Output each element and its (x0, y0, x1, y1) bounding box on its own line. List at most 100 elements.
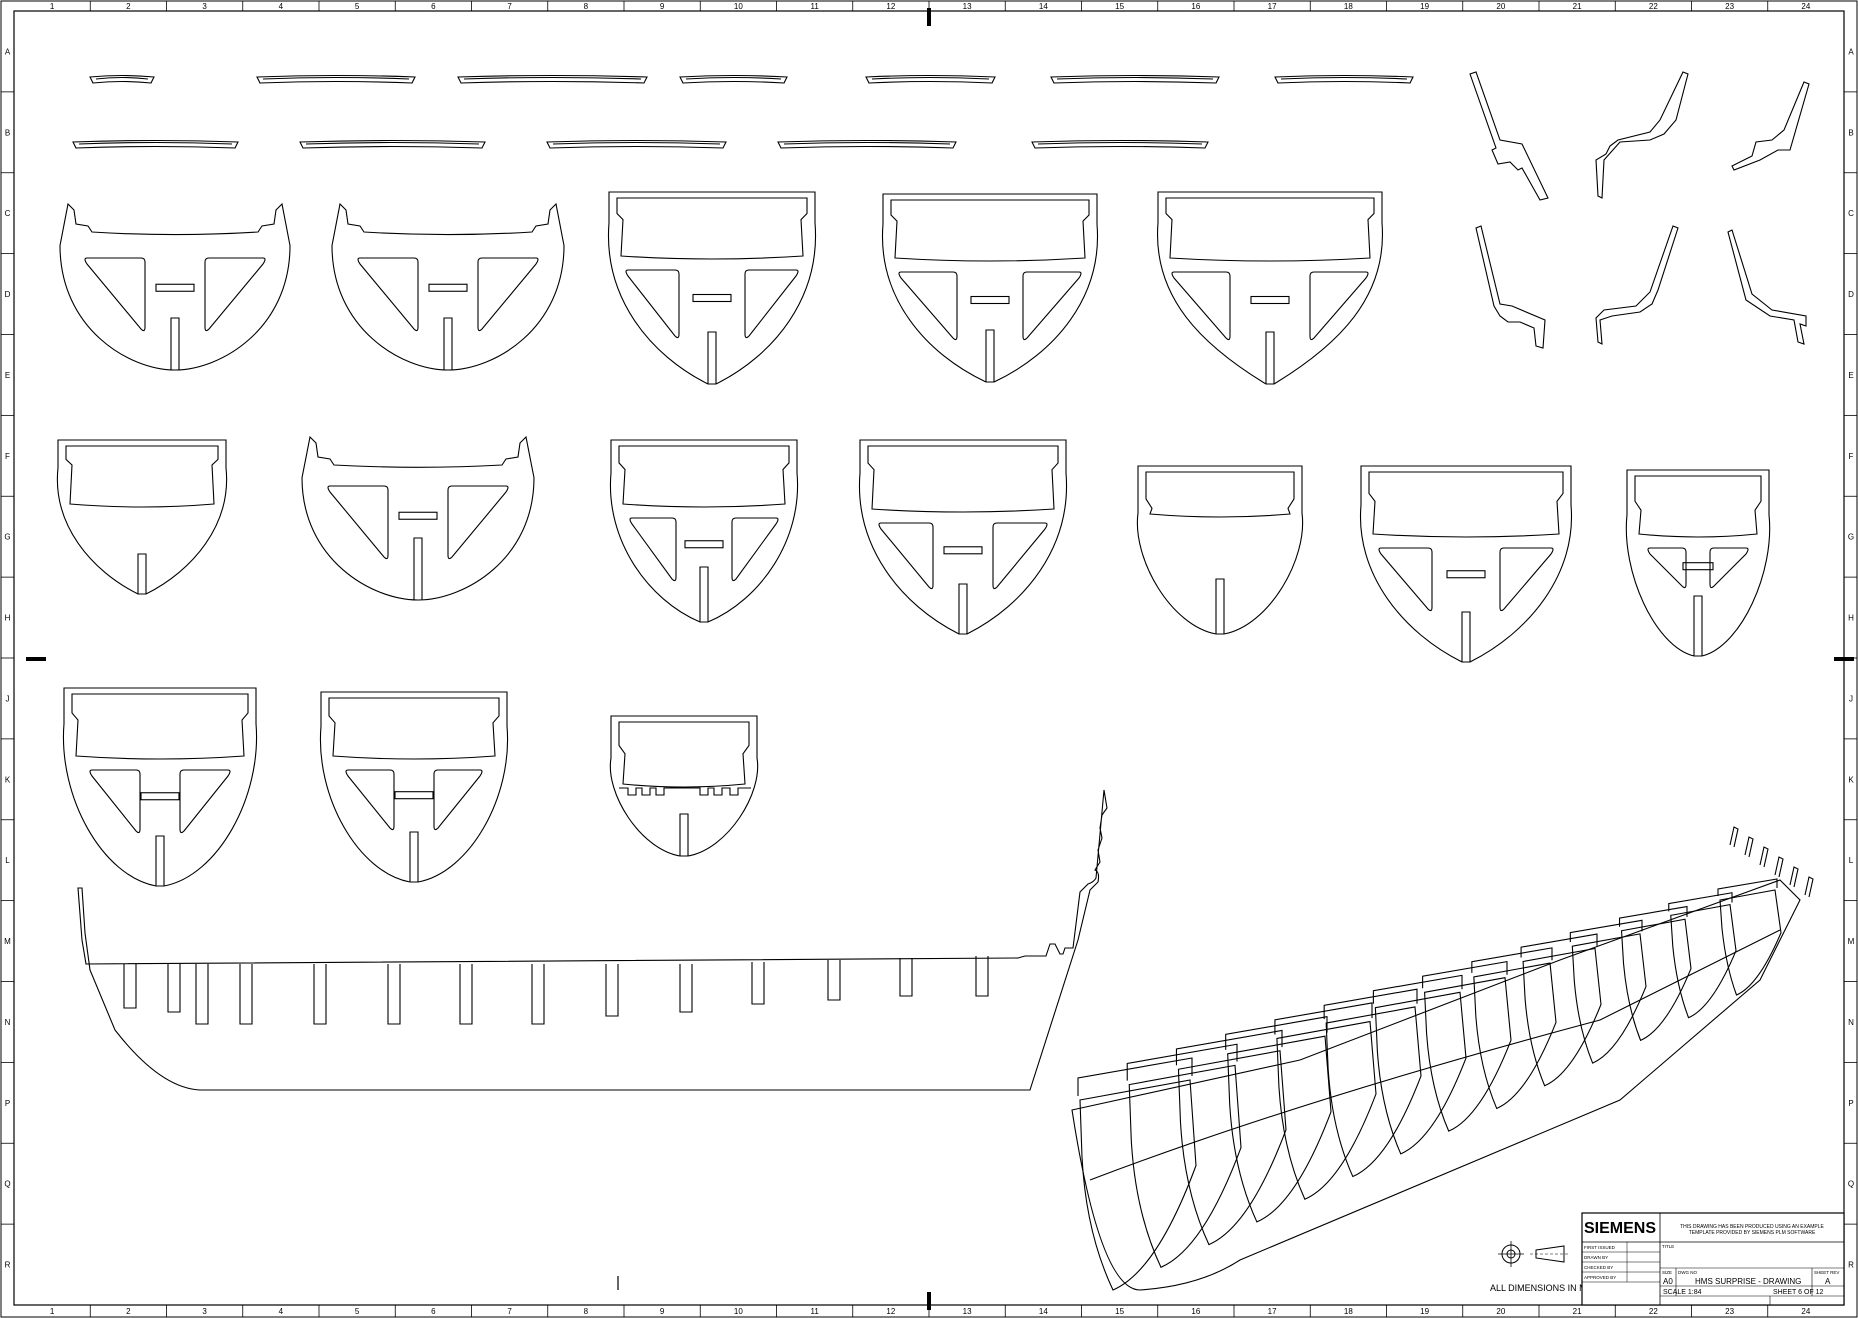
iso-rail (1717, 878, 1778, 896)
frame-outline (858, 439, 1068, 635)
frame-lightening-hole (179, 769, 231, 834)
frame-lightening-hole (204, 257, 266, 332)
hull-frame (1156, 191, 1384, 385)
zone-row-label-left: B (5, 128, 10, 137)
iso-frame (1227, 1035, 1332, 1223)
iso-frame (1424, 977, 1512, 1132)
zone-row-label-right: B (1848, 128, 1853, 137)
frame-keel-slot (413, 537, 423, 600)
frame-keel-slot (1693, 595, 1703, 656)
zone-col-label-bottom: 16 (1191, 1307, 1200, 1316)
deck-beam-edge (871, 76, 990, 80)
zone-col-label-bottom: 17 (1268, 1307, 1277, 1316)
frame-center-slot (1682, 562, 1714, 571)
zone-col-label-top: 24 (1801, 2, 1810, 11)
zone-col-label-top: 11 (810, 2, 819, 11)
frame-deck-opening (71, 693, 249, 760)
drawing-title: HMS SURPRISE - DRAWING (1695, 1277, 1801, 1286)
frame-keel-slot (409, 831, 419, 882)
zone-row-label-left: C (5, 209, 11, 218)
frame-center-slot (155, 283, 195, 292)
zone-row-label-left: K (5, 775, 11, 784)
deck-beam (1050, 74, 1220, 84)
deck-beam (1274, 74, 1414, 84)
zone-col-label-top: 17 (1268, 2, 1277, 11)
isometric-hull-assembly (1071, 826, 1814, 1291)
zone-col-label-top: 1 (50, 2, 55, 11)
row-approved-by: APPROVED BY (1584, 1275, 1616, 1280)
zone-col-label-bottom: 21 (1573, 1307, 1582, 1316)
zone-col-label-bottom: 9 (660, 1307, 665, 1316)
frame-center-slot (943, 546, 983, 555)
zone-col-label-top: 23 (1725, 2, 1734, 11)
zone-row-label-left: G (4, 533, 10, 542)
frame-keel-slot (443, 317, 453, 370)
zone-col-label-bottom: 1 (50, 1307, 55, 1316)
iso-stern-post (1744, 836, 1754, 858)
keel-slot (751, 962, 765, 1005)
deck-beam-edge (1037, 141, 1203, 145)
zone-row-label-right: G (1848, 533, 1854, 542)
zone-col-label-top: 10 (734, 2, 743, 11)
iso-frame (1571, 933, 1647, 1064)
frame-lightening-hole (878, 522, 934, 590)
frame-lightening-hole (625, 269, 680, 339)
deck-beam (777, 139, 957, 149)
size-label: SIZE (1662, 1270, 1672, 1275)
frame-lightening-hole (447, 485, 509, 560)
stem-piece (1469, 71, 1549, 201)
frame-center-slot (394, 791, 434, 800)
stem-piece (1595, 225, 1679, 345)
row-first-issued: FIRST ISSUED (1584, 1245, 1616, 1250)
hull-frame (62, 687, 258, 887)
zone-row-label-left: P (5, 1099, 10, 1108)
zone-row-label-left: M (4, 937, 11, 946)
iso-frame (1670, 903, 1737, 1019)
frame-keel-slot (155, 835, 165, 886)
zone-row-label-left: D (5, 290, 11, 299)
zone-col-label-bottom: 22 (1649, 1307, 1658, 1316)
zone-col-label-bottom: 18 (1344, 1307, 1353, 1316)
frame-deck-opening (328, 697, 500, 760)
hull-frame (1359, 465, 1573, 663)
keel-slot (387, 964, 401, 1025)
frame-outline (881, 193, 1099, 383)
frame-outline (609, 439, 799, 623)
frame-lightening-hole (1022, 271, 1082, 341)
deck-beam-edge (1056, 76, 1214, 80)
iso-rail (1422, 960, 1508, 989)
size-value: A0 (1663, 1277, 1673, 1286)
keel-slot (313, 964, 327, 1025)
deck-beam-edge (78, 141, 233, 145)
dwg-no-label: DWG NO (1678, 1270, 1697, 1275)
iso-stern-post (1774, 856, 1784, 878)
hull-frame (609, 439, 799, 623)
zone-row-label-left: L (5, 856, 10, 865)
stem-piece (1595, 71, 1689, 199)
row-checked-by: CHECKED BY (1584, 1265, 1613, 1270)
frame-center-slot (1250, 295, 1290, 305)
iso-keel-line (1089, 929, 1781, 1181)
frame-lightening-hole (1171, 271, 1231, 341)
iso-frame (1620, 918, 1692, 1042)
zone-col-label-bottom: 23 (1725, 1307, 1734, 1316)
iso-frame (1079, 1079, 1197, 1291)
zone-row-label-left: J (6, 694, 10, 703)
iso-frame (1473, 962, 1557, 1110)
zone-row-label-left: N (5, 1018, 11, 1027)
zone-col-label-bottom: 12 (886, 1307, 895, 1316)
frame-keel-slot (1461, 611, 1471, 662)
projection-symbol-icon (1530, 1245, 1570, 1263)
inner-border (13, 10, 1845, 1306)
zone-col-label-bottom: 4 (279, 1307, 284, 1316)
deck-beam-edge (552, 141, 721, 145)
zone-col-label-top: 15 (1115, 2, 1124, 11)
iso-stern-post (1729, 826, 1739, 848)
zone-row-label-right: L (1849, 856, 1854, 865)
frame-keel-slot (985, 329, 995, 382)
deck-beam-edge (685, 76, 782, 80)
frame-outline (1136, 465, 1304, 635)
hull-frame (1625, 469, 1771, 657)
frame-lightening-hole (744, 269, 799, 339)
